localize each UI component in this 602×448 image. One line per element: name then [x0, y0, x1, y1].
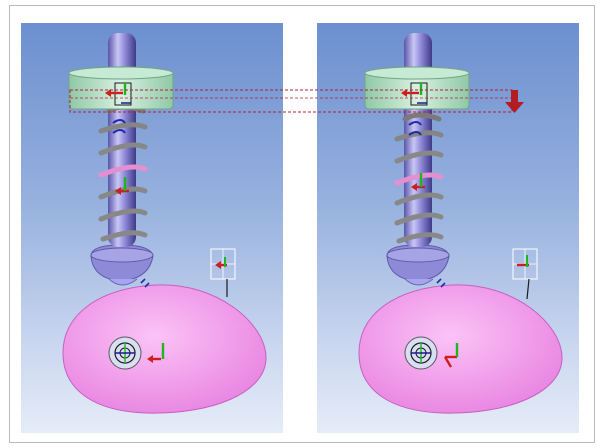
spring: [394, 112, 444, 244]
follower-tip: [404, 278, 434, 286]
follower-base: [386, 247, 450, 263]
assembly-left: [62, 33, 267, 414]
spring-marker-top: [408, 121, 422, 136]
contact-marker: [140, 278, 150, 288]
viewport-right: [317, 23, 579, 433]
cam-triad-icon: [443, 343, 459, 368]
reference-frame-icon: [512, 248, 538, 300]
follower-tip: [108, 278, 138, 286]
cam-hub: [404, 336, 438, 370]
cam-triad-icon: [147, 343, 165, 363]
assembly-right: [358, 33, 563, 414]
cam-hub: [108, 336, 142, 370]
viewport-left: [21, 23, 283, 433]
cam: [358, 284, 563, 414]
contact-marker: [436, 278, 446, 288]
cam: [62, 284, 267, 414]
follower-base: [90, 247, 154, 263]
collar-top: [364, 66, 470, 80]
triad-icon: [115, 177, 129, 195]
triad-icon: [411, 173, 425, 191]
spring-marker-top: [112, 119, 126, 134]
reference-frame-icon: [210, 248, 236, 297]
collar-top: [68, 66, 174, 80]
